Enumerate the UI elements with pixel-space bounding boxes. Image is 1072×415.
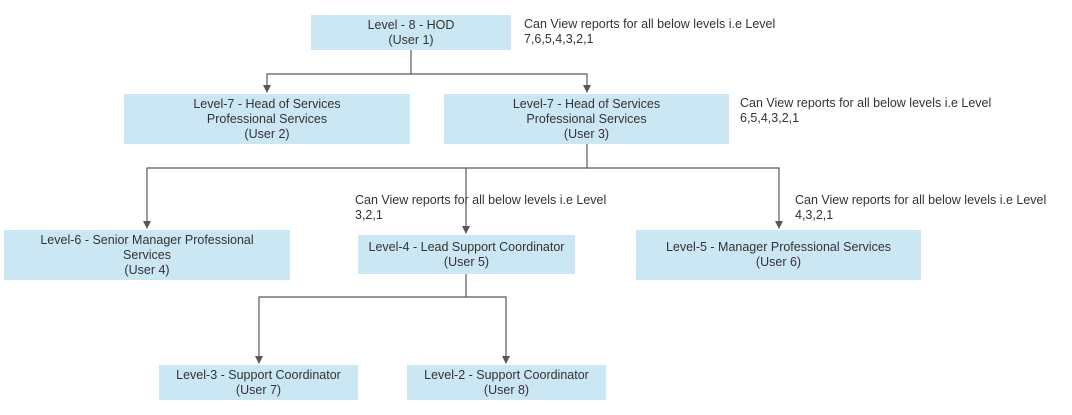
node-user4-senior-manager[interactable]: Level-6 - Senior Manager Professional Se… xyxy=(4,230,290,280)
node-user-label: (User 4) xyxy=(124,262,170,277)
node-user6-manager-professional-services[interactable]: Level-5 - Manager Professional Services … xyxy=(636,230,921,280)
note-user5-permissions: Can View reports for all below levels i.… xyxy=(355,193,606,223)
node-title: Level-5 - Manager Professional Services xyxy=(665,240,892,254)
node-user7-support-coordinator[interactable]: Level-3 - Support Coordinator (User 7) xyxy=(159,365,358,400)
connector-user5-user8 xyxy=(466,296,510,364)
node-user1-hod[interactable]: Level - 8 - HOD (User 1) xyxy=(311,15,511,50)
node-user8-support-coordinator[interactable]: Level-2 - Support Coordinator (User 8) xyxy=(407,365,606,400)
connector-user5-user7 xyxy=(255,274,467,364)
note-line: Can View reports for all below levels i.… xyxy=(795,193,1047,207)
node-title: Level-6 - Senior Manager Professional xyxy=(40,232,254,247)
note-user3-permissions: Can View reports for all below levels i.… xyxy=(740,96,991,126)
node-subtitle: Services xyxy=(123,247,171,262)
node-user5-lead-support-coordinator[interactable]: Level-4 - Lead Support Coordinator (User… xyxy=(358,235,575,274)
note-user6-permissions: Can View reports for all below levels i.… xyxy=(795,193,1046,223)
node-user3-head-of-services[interactable]: Level-7 - Head of Services Professional … xyxy=(444,94,729,144)
note-line: Can View reports for all below levels i.… xyxy=(355,193,607,207)
node-user-label: (User 1) xyxy=(388,32,434,47)
node-user-label: (User 2) xyxy=(244,126,290,141)
node-subtitle: Professional Services xyxy=(206,111,328,126)
node-user-label: (User 6) xyxy=(755,255,802,269)
node-title: Level-7 - Head of Services xyxy=(512,96,661,111)
node-user-label: (User 5) xyxy=(443,254,490,269)
note-line: Can View reports for all below levels i.… xyxy=(524,17,776,31)
connector-user3-user6 xyxy=(587,167,783,229)
node-user2-head-of-services[interactable]: Level-7 - Head of Services Professional … xyxy=(124,94,410,144)
note-levels: 4,3,2,1 xyxy=(795,208,834,222)
node-subtitle: Professional Services xyxy=(526,111,647,126)
node-title: Level-4 - Lead Support Coordinator xyxy=(368,239,565,254)
node-title: Level-2 - Support Coordinator xyxy=(424,367,589,382)
connector-user1-user3 xyxy=(411,73,591,93)
node-user-label: (User 7) xyxy=(235,382,282,397)
node-user-label: (User 8) xyxy=(483,382,530,397)
node-user-label: (User 3) xyxy=(563,126,610,141)
node-title: Level - 8 - HOD xyxy=(367,17,455,32)
note-levels: 3,2,1 xyxy=(355,208,383,222)
connector-user1-user2 xyxy=(263,50,412,93)
note-levels: 7,6,5,4,3,2,1 xyxy=(524,32,594,46)
note-line: Can View reports for all below levels i.… xyxy=(740,96,992,110)
connector-user3-user4 xyxy=(143,144,588,229)
node-title: Level-7 - Head of Services xyxy=(193,96,341,111)
note-user1-permissions: Can View reports for all below levels i.… xyxy=(524,17,775,47)
note-levels: 6,5,4,3,2,1 xyxy=(740,111,800,125)
node-title: Level-3 - Support Coordinator xyxy=(176,367,341,382)
